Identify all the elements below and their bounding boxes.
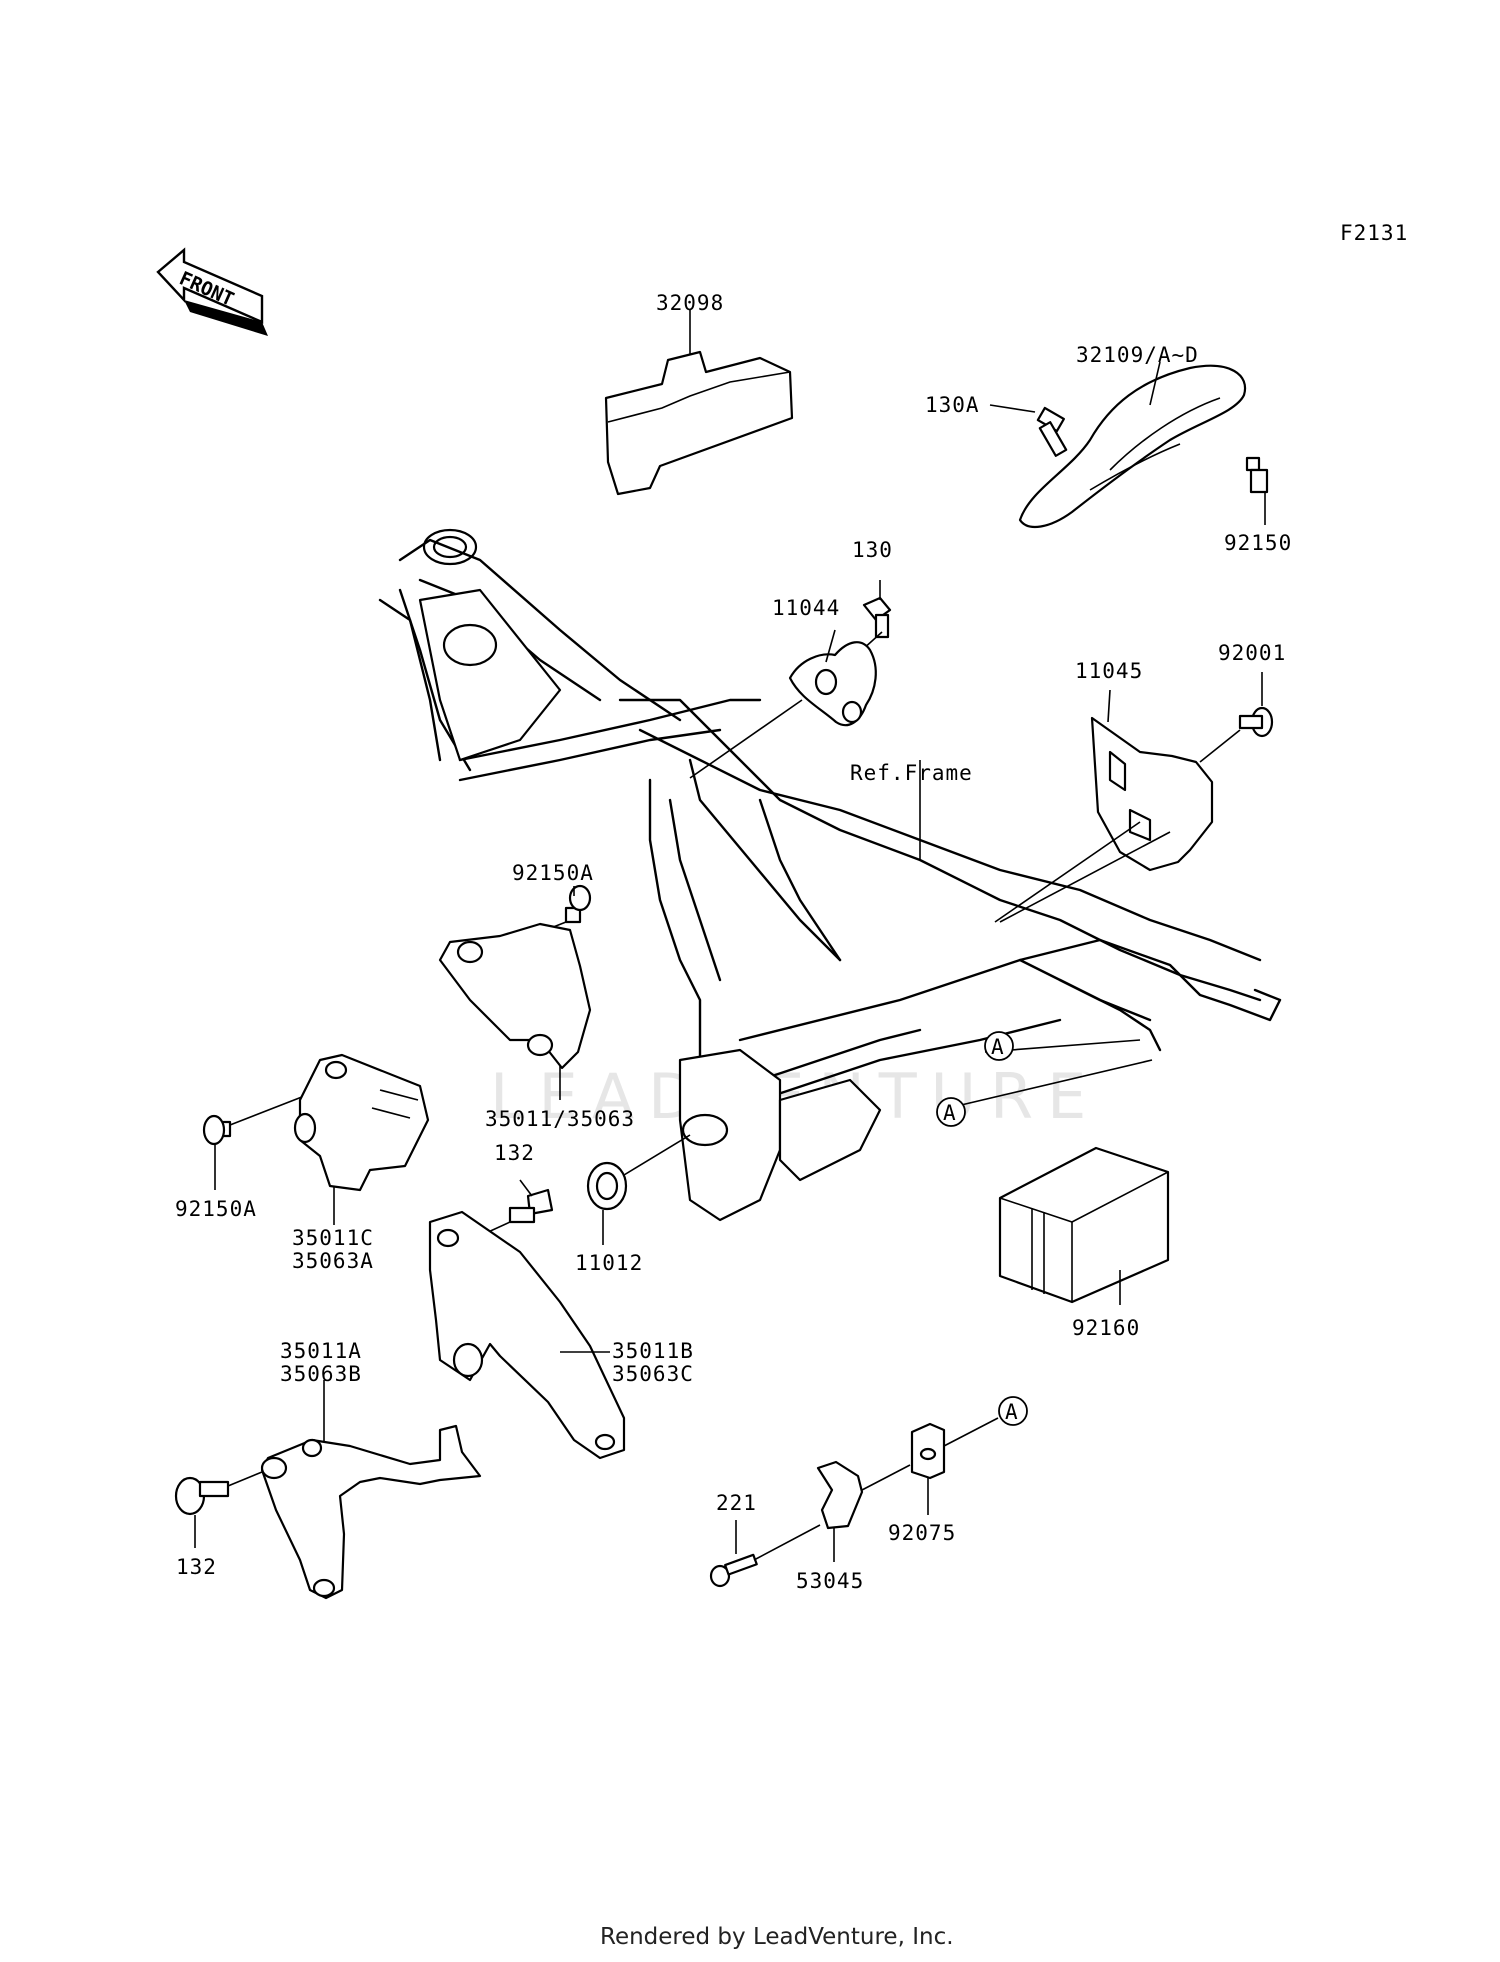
callout-a-1: A	[984, 1031, 1014, 1061]
front-arrow-icon: FRONT	[156, 247, 268, 336]
part-92160-battery-case	[998, 1146, 1170, 1305]
callout-a-text: A	[991, 1035, 1005, 1059]
callout-a-text: A	[1005, 1400, 1019, 1424]
label-11044: 11044	[772, 596, 840, 620]
label-92150: 92150	[1224, 531, 1292, 555]
label-132-mid: 132	[494, 1141, 535, 1165]
label-92150A-left: 92150A	[175, 1197, 257, 1221]
label-35011A: 35011A	[280, 1339, 362, 1363]
footer-credit: Rendered by LeadVenture, Inc.	[600, 1924, 954, 1950]
part-35011A-bracket	[260, 1380, 482, 1600]
part-11012-grommet	[586, 1134, 691, 1245]
callout-a-2: A	[936, 1097, 966, 1127]
label-ref-frame: Ref.Frame	[850, 761, 973, 785]
label-35011C: 35011C	[292, 1226, 374, 1250]
screw-221-icon	[709, 1520, 821, 1588]
label-11045: 11045	[1075, 659, 1143, 683]
label-92075: 92075	[888, 1521, 956, 1545]
label-132-bottom: 132	[176, 1555, 217, 1579]
label-35011-35063: 35011/35063	[485, 1107, 635, 1131]
bolt-130A-icon	[989, 404, 1068, 457]
frame-assembly	[378, 528, 1282, 1222]
bolt-132-bottom-icon	[174, 1471, 263, 1548]
part-53045-clamp	[816, 1460, 911, 1562]
part-32109-side-cover	[1018, 361, 1247, 529]
part-92075-band	[910, 1417, 999, 1515]
label-53045: 53045	[796, 1569, 864, 1593]
part-32098-cover	[604, 310, 794, 496]
part-35011-35063-bracket	[438, 922, 592, 1100]
part-35011B-bracket	[428, 1210, 626, 1460]
screw-92001-icon	[1199, 672, 1274, 763]
label-35063B: 35063B	[280, 1362, 362, 1386]
label-32109: 32109/A~D	[1076, 343, 1199, 367]
label-92160: 92160	[1072, 1316, 1140, 1340]
label-32098: 32098	[656, 291, 724, 315]
label-35063C: 35063C	[612, 1362, 694, 1386]
label-130: 130	[852, 538, 893, 562]
label-221: 221	[716, 1491, 757, 1515]
label-11012: 11012	[575, 1251, 643, 1275]
bolt-130-icon	[861, 580, 892, 651]
figure-code: F2131	[1340, 221, 1408, 245]
label-35011B: 35011B	[612, 1339, 694, 1363]
label-92150A-top: 92150A	[512, 861, 594, 885]
callout-a-text: A	[943, 1101, 957, 1125]
bolt-92150A-left-icon	[202, 1085, 331, 1190]
part-11044-bracket	[689, 629, 877, 779]
part-11045-bracket	[994, 689, 1214, 923]
bolt-92150-icon	[1245, 456, 1269, 525]
label-130A: 130A	[925, 393, 980, 417]
part-35011C-bracket	[293, 1053, 430, 1225]
label-92001: 92001	[1218, 641, 1286, 665]
label-35063A: 35063A	[292, 1249, 374, 1273]
callout-a-3: A	[998, 1396, 1028, 1426]
